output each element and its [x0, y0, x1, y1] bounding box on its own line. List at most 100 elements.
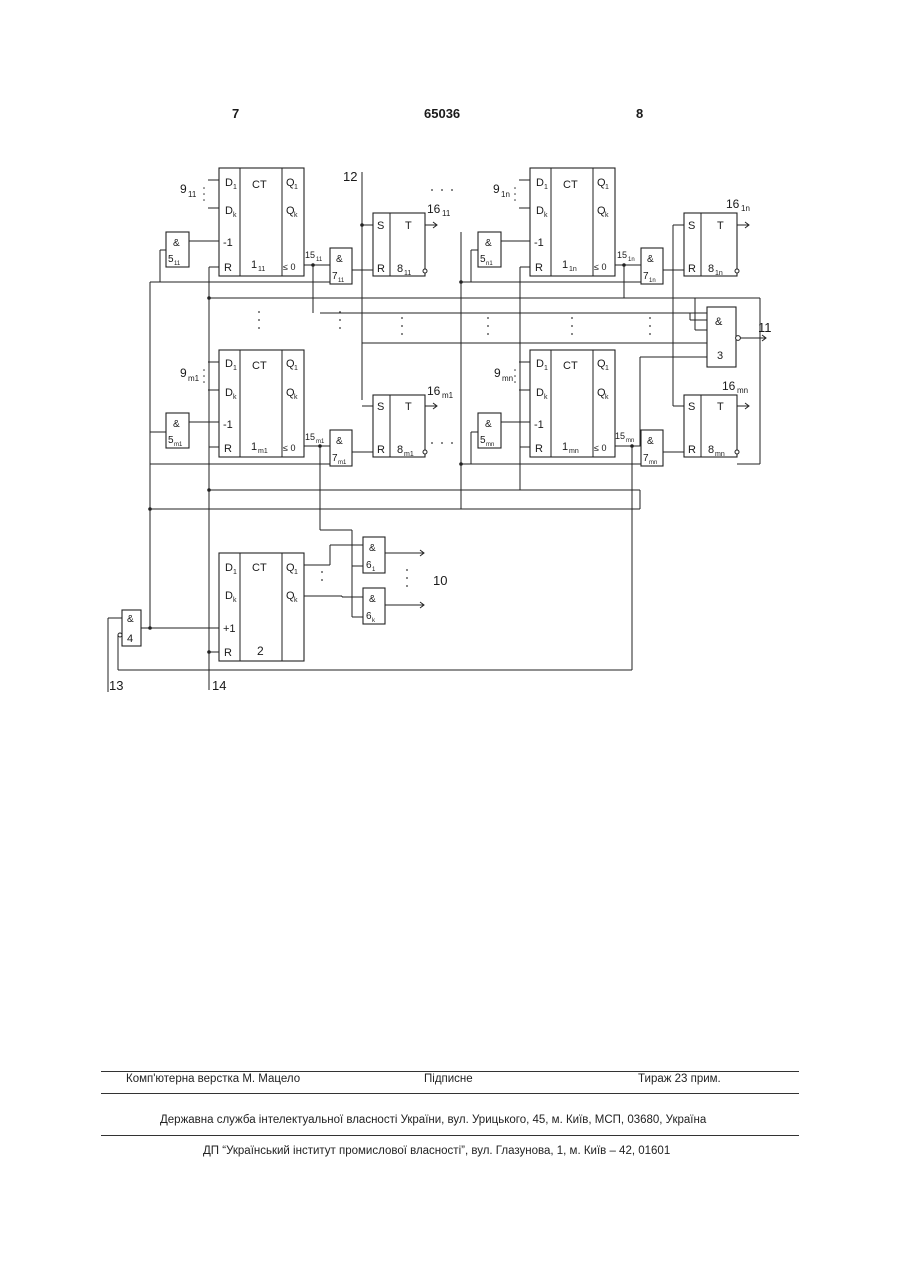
svg-text:16: 16: [722, 379, 736, 393]
svg-text:m1: m1: [404, 451, 414, 458]
counter-1-mn: D1 Dk -1 R CT 1mn Q1 Qk ≤ 0: [530, 350, 615, 457]
svg-text:m1: m1: [338, 460, 347, 466]
svg-text:CT: CT: [563, 360, 578, 372]
svg-text:1: 1: [233, 569, 237, 576]
svg-text:D: D: [225, 205, 233, 217]
footer-rule-bottom: [101, 1135, 799, 1136]
svg-text:1: 1: [251, 259, 257, 271]
svg-text:&: &: [336, 254, 343, 265]
svg-text:8: 8: [708, 444, 714, 456]
svg-text:11: 11: [258, 266, 265, 273]
svg-text:D: D: [225, 590, 233, 602]
svg-text:mn: mn: [569, 448, 579, 455]
svg-text:D: D: [536, 177, 544, 189]
and-gate-7-1n: & 71n: [641, 248, 663, 284]
svg-text:1: 1: [605, 184, 609, 191]
svg-text:+1: +1: [223, 623, 236, 635]
svg-text:n1: n1: [486, 261, 493, 267]
svg-text:&: &: [485, 238, 492, 249]
svg-text:k: k: [294, 597, 298, 604]
svg-text:mn: mn: [486, 442, 494, 448]
svg-text:D: D: [536, 387, 544, 399]
svg-text:15: 15: [617, 250, 627, 260]
svg-text:R: R: [224, 443, 232, 455]
svg-text:R: R: [377, 444, 385, 456]
svg-text:1: 1: [251, 441, 257, 453]
svg-text:D: D: [536, 205, 544, 217]
svg-text:15: 15: [305, 250, 315, 260]
counter-1-m1: D1 Dk -1 R CT 1m1 Q1 Qk ≤ 0: [219, 350, 304, 457]
svg-text:3: 3: [717, 350, 723, 362]
svg-text:11: 11: [338, 278, 345, 284]
svg-text:≤ 0: ≤ 0: [594, 262, 606, 272]
svg-text:1: 1: [605, 365, 609, 372]
svg-text:16: 16: [726, 197, 740, 211]
and-gate-5-11: & 511: [166, 232, 189, 267]
and-gate-5-mn: & 5mn: [478, 413, 501, 448]
svg-text:12: 12: [343, 169, 357, 184]
svg-text:1: 1: [544, 184, 548, 191]
svg-text:R: R: [377, 263, 385, 275]
svg-text:T: T: [717, 401, 724, 413]
svg-text:11: 11: [316, 257, 323, 263]
svg-text:D: D: [225, 358, 233, 370]
footer-typesetting: Комп'ютерна верстка М. Мацело: [126, 1073, 300, 1085]
svg-text:1: 1: [294, 365, 298, 372]
svg-text:9: 9: [180, 366, 187, 380]
svg-text:S: S: [377, 401, 384, 413]
svg-text:1n: 1n: [715, 270, 723, 277]
footer-rule-middle: [101, 1093, 799, 1094]
circuit-diagram: D1 Dk -1 R CT 111 Q1 Qk ≤ 0 D1 Dk -1 R C…: [0, 0, 901, 720]
svg-text:CT: CT: [252, 179, 267, 191]
svg-text:9: 9: [493, 182, 500, 196]
trigger-8-m1: S T R 8m1: [373, 395, 427, 458]
footer-signed: Підписне: [424, 1073, 473, 1085]
svg-text:k: k: [544, 394, 548, 401]
svg-text:15: 15: [615, 431, 625, 441]
counter-1-11: D1 Dk -1 R CT 111 Q1 Qk ≤ 0: [219, 168, 304, 276]
svg-text:S: S: [377, 220, 384, 232]
and-gate-7-11: & 711: [330, 248, 352, 284]
svg-text:16: 16: [427, 202, 441, 216]
svg-text:9: 9: [180, 182, 187, 196]
svg-text:1: 1: [562, 441, 568, 453]
svg-text:1: 1: [233, 184, 237, 191]
svg-text:&: &: [336, 436, 343, 447]
svg-text:R: R: [688, 263, 696, 275]
svg-text:&: &: [369, 594, 376, 605]
counter-1-1n: D1 Dk -1 R CT 11n Q1 Qk ≤ 0: [530, 168, 615, 276]
svg-text:-1: -1: [223, 419, 233, 431]
svg-text:≤ 0: ≤ 0: [594, 443, 606, 453]
svg-text:k: k: [233, 212, 237, 219]
svg-text:T: T: [405, 220, 412, 232]
svg-text:&: &: [127, 614, 134, 625]
and-gate-4: & 4: [118, 610, 141, 646]
svg-text:T: T: [405, 401, 412, 413]
counter-2: D1 Dk +1 R CT 2 Q1 Qk: [219, 553, 304, 661]
svg-text:&: &: [647, 436, 654, 447]
svg-text:mn: mn: [649, 460, 657, 466]
svg-text:8: 8: [397, 444, 403, 456]
svg-text:&: &: [369, 543, 376, 554]
svg-text:m1: m1: [188, 374, 200, 383]
footer-agency: Державна служба інтелектуальної власност…: [160, 1114, 706, 1126]
and-gate-5-m1: & 5m1: [166, 413, 189, 448]
svg-text:k: k: [605, 394, 609, 401]
svg-text:CT: CT: [252, 360, 267, 372]
svg-text:8: 8: [397, 263, 403, 275]
svg-text:11: 11: [442, 209, 451, 218]
svg-text:1: 1: [562, 259, 568, 271]
svg-text:1n: 1n: [569, 266, 577, 273]
and-gate-6-k: & 6k: [363, 588, 385, 624]
svg-text:T: T: [717, 220, 724, 232]
svg-text:k: k: [605, 212, 609, 219]
footer-institute: ДП “Український інститут промислової вла…: [203, 1145, 670, 1157]
svg-text:mn: mn: [502, 374, 513, 383]
and-gate-5-1n: & 5n1: [478, 232, 501, 267]
svg-text:11: 11: [758, 320, 772, 335]
svg-text:k: k: [233, 394, 237, 401]
svg-text:1: 1: [544, 365, 548, 372]
svg-text:15: 15: [305, 432, 315, 442]
svg-text:14: 14: [212, 678, 226, 693]
svg-text:2: 2: [257, 644, 264, 658]
